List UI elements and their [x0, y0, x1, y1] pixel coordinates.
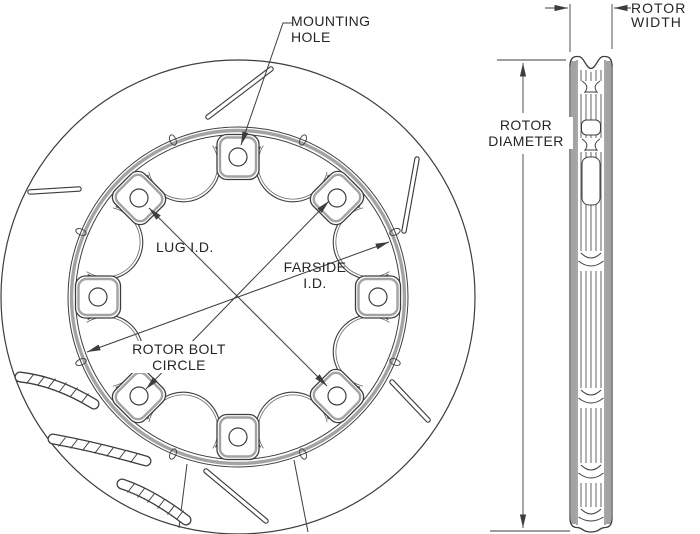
mounting-hole-feature	[228, 147, 248, 167]
slot	[203, 468, 269, 524]
rotor-diameter-dimension	[490, 59, 570, 532]
hatched-slot	[14, 371, 100, 410]
section-break-lines	[178, 459, 309, 533]
slot	[401, 156, 420, 234]
rotor-bolt-circle-label: ROTOR BOLT CIRCLE	[121, 341, 237, 373]
hatched-slots	[14, 371, 192, 526]
mounting-lug	[216, 133, 260, 181]
outer-diameter-circle	[0, 59, 476, 534]
rotor-diameter-label: ROTOR DIAMETER	[479, 117, 573, 149]
rotor-width-dimension	[545, 4, 631, 52]
section-top-edge	[569, 55, 613, 70]
mounting-lug	[216, 413, 260, 461]
dimension-annotations	[86, 4, 631, 532]
lug-id-label: LUG I.D.	[156, 239, 214, 255]
farside-id-label: FARSIDE I.D.	[283, 259, 347, 291]
vane-channel-lines	[580, 70, 602, 522]
hatched-slot	[47, 433, 152, 467]
rotor-cross-section	[569, 55, 613, 533]
slot	[205, 66, 274, 120]
mounting-lug	[74, 275, 122, 319]
hatched-slot	[116, 478, 192, 526]
mounting-hole-label: MOUNTING HOLE	[291, 13, 371, 45]
slot	[27, 186, 82, 195]
vane-details	[578, 80, 604, 523]
rotor-slots	[27, 66, 431, 524]
slot	[389, 379, 431, 423]
dimension-line-farside-id	[86, 241, 390, 353]
mounting-lug	[354, 275, 402, 319]
section-bottom-edge	[569, 517, 613, 533]
rotor-width-label: ROTOR WIDTH	[631, 0, 687, 30]
leader-mounting-hole	[240, 22, 293, 146]
